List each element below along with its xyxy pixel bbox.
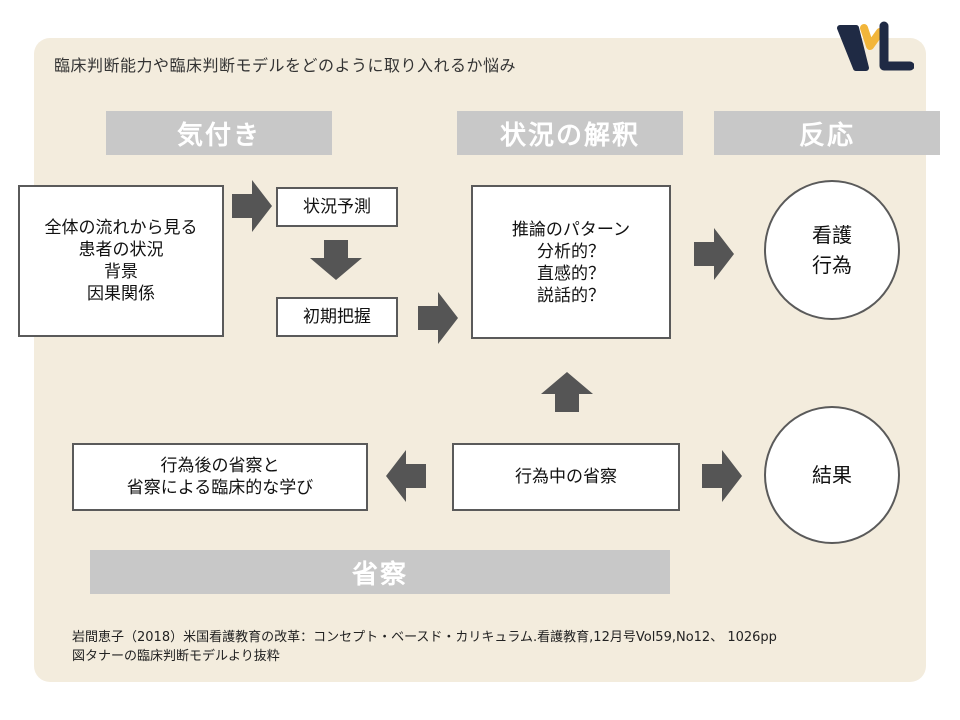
arrow-up-icon [541,372,593,412]
vl-logo-icon [834,20,915,76]
reflection-on-action-line: 行為後の省察と [160,456,280,476]
outcome-label: 結果 [812,463,852,487]
reasoning-line: 推論のパターン [511,220,631,240]
context-box: 全体の流れから見る 患者の状況 背景 因果関係 [18,185,224,337]
nursing-action-line: 行為 [812,253,852,277]
reference-line: 岩間恵子（2018）米国看護教育の改革：コンセプト・ベースド・カリキュラム.看護… [72,630,777,645]
header-reflecting: 省察 [90,550,670,594]
arrow-right-icon [232,180,272,232]
initial-grasp-label: 初期把握 [303,307,371,327]
arrow-right-icon [418,292,458,344]
header-noticing: 気付き [106,111,332,155]
page-title: 臨床判断能力や臨床判断モデルをどのように取り入れるか悩み [54,56,517,75]
reference-note: 岩間恵子（2018）米国看護教育の改革：コンセプト・ベースド・カリキュラム.看護… [72,628,777,666]
header-responding: 反応 [714,111,940,155]
arrow-left-icon [386,450,426,502]
prediction-label: 状況予測 [303,197,371,217]
context-line: 患者の状況 [78,240,164,260]
prediction-box: 状況予測 [276,187,398,227]
arrow-right-icon [694,228,734,280]
context-line: 因果関係 [87,284,155,304]
header-interpreting: 状況の解釈 [457,111,683,155]
reflection-in-action-box: 行為中の省察 [452,443,680,511]
initial-grasp-box: 初期把握 [276,297,398,337]
context-line: 背景 [104,262,138,282]
arrow-down-icon [310,240,362,280]
context-line: 全体の流れから見る [44,218,198,238]
reasoning-line: 説話的？ [537,286,605,306]
reflection-in-action-label: 行為中の省察 [515,467,617,487]
reflection-on-action-box: 行為後の省察と 省察による臨床的な学び [72,443,368,511]
reasoning-line: 分析的？ [537,242,605,262]
arrow-right-icon [702,450,742,502]
reasoning-line: 直感的？ [537,264,605,284]
reference-line: 図タナーの臨床判断モデルより抜粋 [72,649,280,664]
outcome-circle: 結果 [764,406,900,544]
reasoning-box: 推論のパターン 分析的？ 直感的？ 説話的？ [471,185,671,339]
nursing-action-circle: 看護 行為 [764,180,900,320]
reflection-on-action-line: 省察による臨床的な学び [126,478,314,498]
nursing-action-line: 看護 [812,223,852,247]
